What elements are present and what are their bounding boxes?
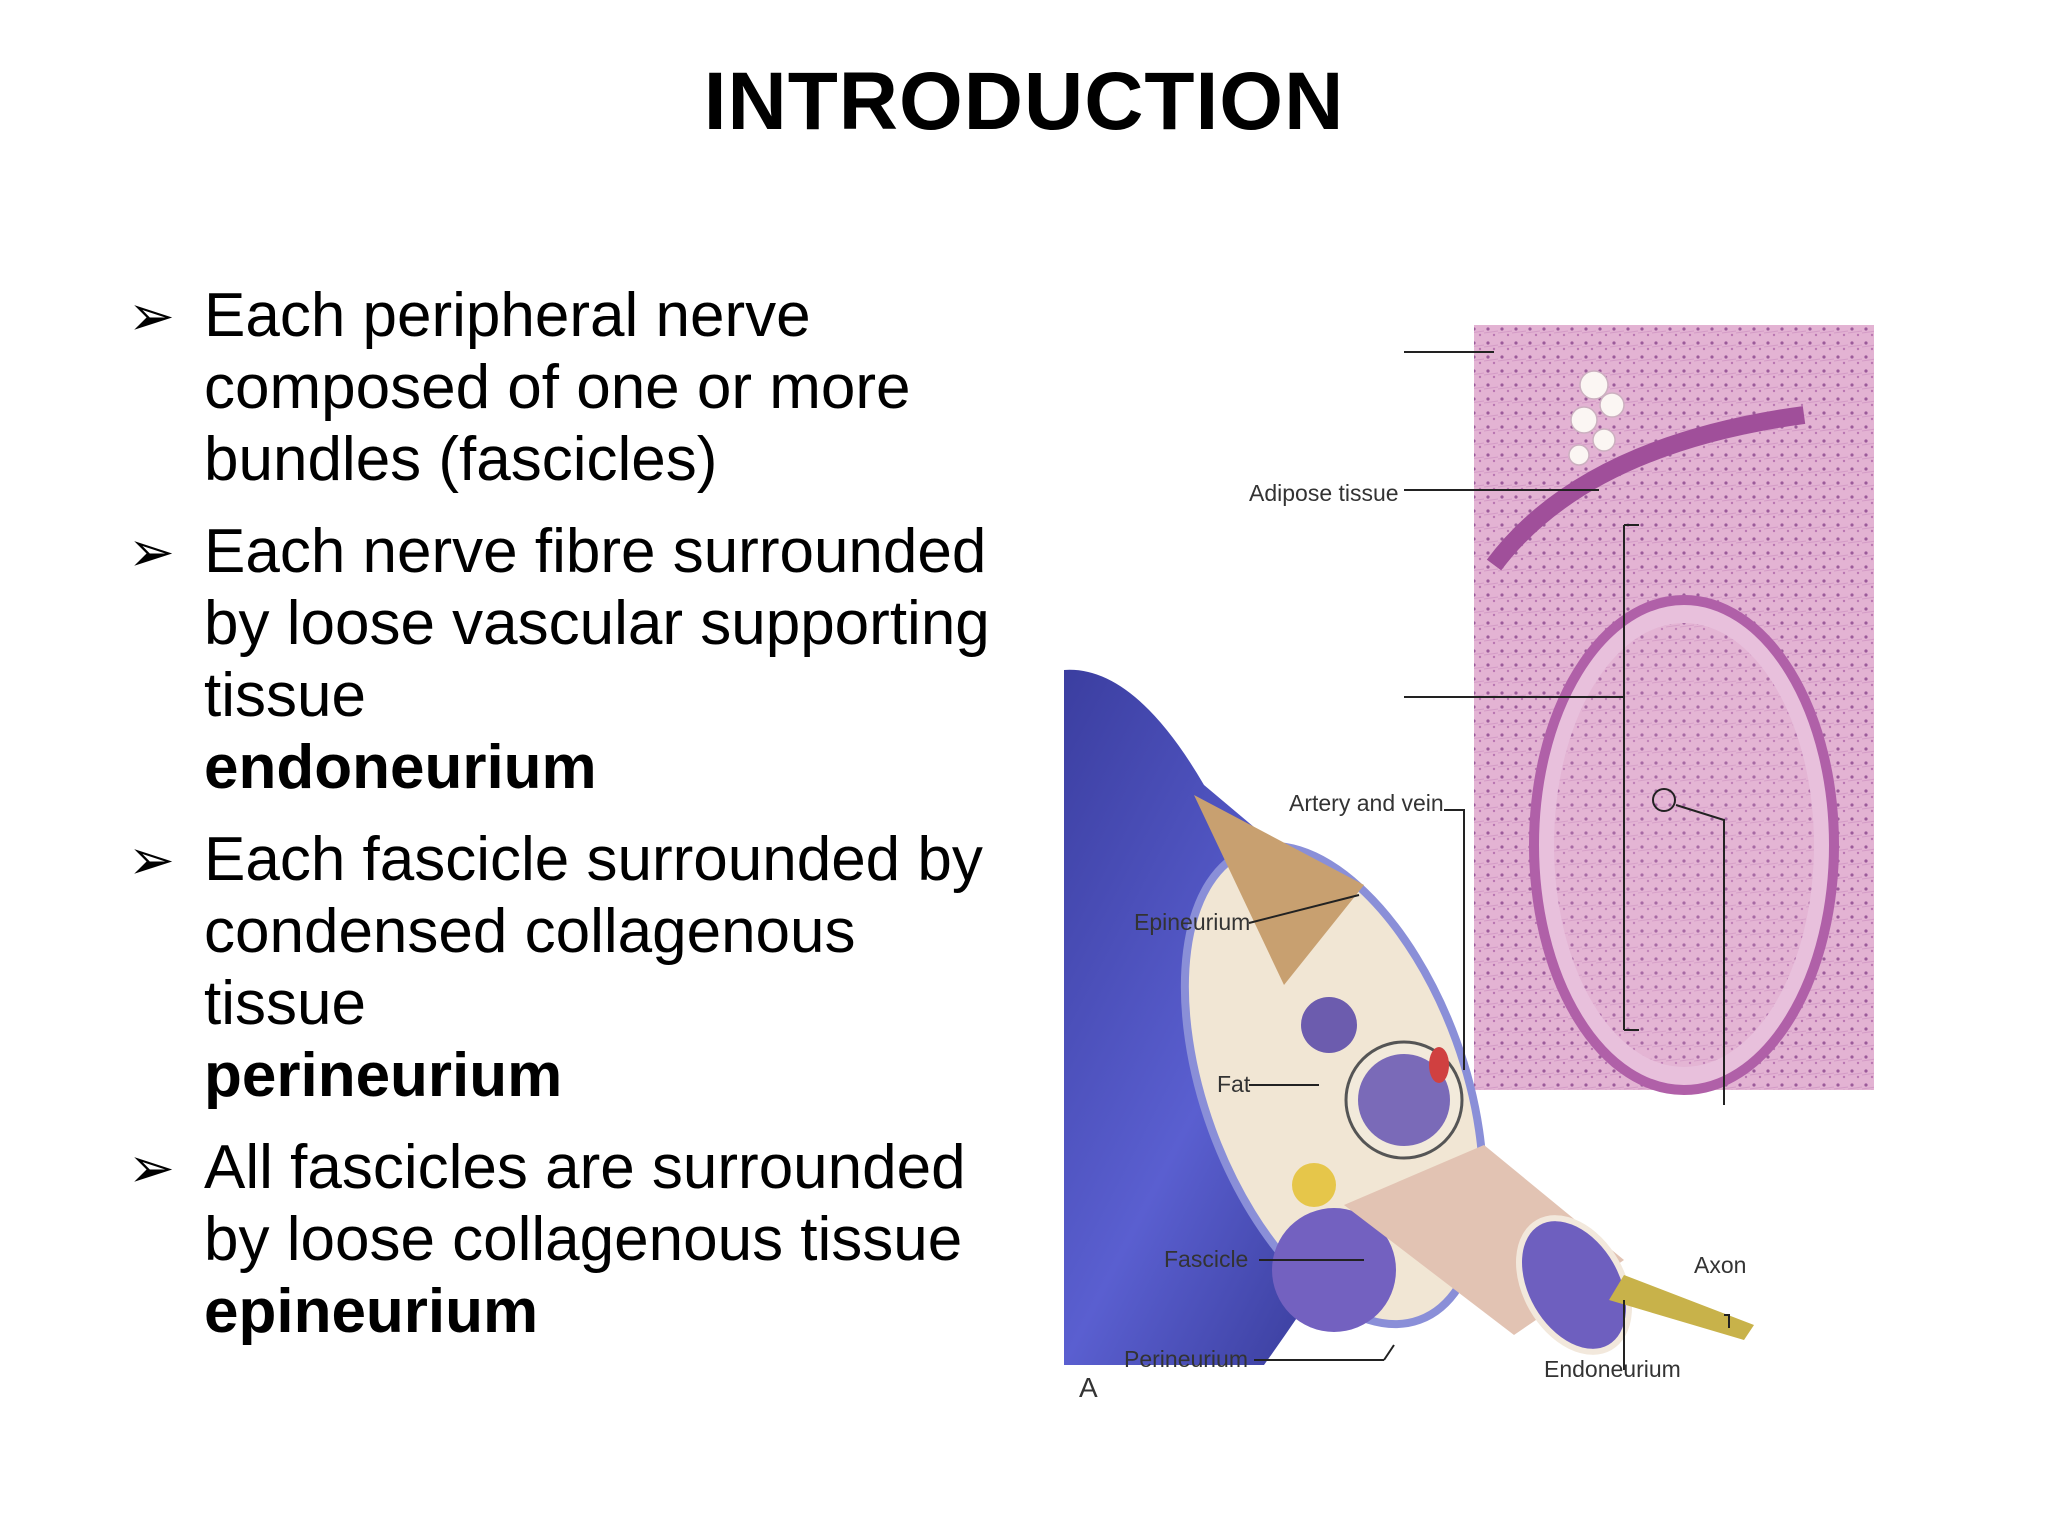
label-adipose-tissue: Adipose tissue <box>1249 480 1399 506</box>
label-artery-and-vein: Artery and vein <box>1289 790 1444 816</box>
bullet-list: ➢ Each peripheral nerve composed of one … <box>128 280 1028 1368</box>
nerve-anatomy-figure: Adipose tissue Artery and vein Epineuriu… <box>1064 325 1884 1535</box>
fascicle-bundles <box>1272 997 1464 1332</box>
bullet-endoneurium: ➢ Each nerve fibre surrounded by loose v… <box>128 516 1028 804</box>
label-axon: Axon <box>1694 1252 1746 1278</box>
bullet-epineurium: ➢ All fascicles are surrounded by loose … <box>128 1132 1028 1348</box>
bullet-text: Each nerve fibre surrounded by loose vas… <box>204 517 990 730</box>
slide-title: INTRODUCTION <box>703 56 1345 147</box>
arrow-bullet-icon: ➢ <box>128 828 175 891</box>
label-perineurium: Perineurium <box>1124 1346 1248 1372</box>
arrow-bullet-icon: ➢ <box>128 520 175 583</box>
bullet-term: endoneurium <box>204 733 597 802</box>
label-fat: Fat <box>1217 1071 1251 1097</box>
label-fascicle: Fascicle <box>1164 1246 1248 1272</box>
bullet-text: Each fascicle surrounded by condensed co… <box>204 825 983 1038</box>
panel-letter: A <box>1079 1372 1098 1403</box>
bullet-text: All fascicles are surrounded by loose co… <box>204 1133 966 1274</box>
bullet-text: Each peripheral nerve composed of one or… <box>204 281 911 494</box>
arrow-bullet-icon: ➢ <box>128 1136 175 1199</box>
bullet-term: perineurium <box>204 1041 563 1110</box>
bullet-term: epineurium <box>204 1277 539 1346</box>
arrow-bullet-icon: ➢ <box>128 284 175 347</box>
histology-micrograph <box>1404 325 1874 1105</box>
nerve-illustration: Adipose tissue Artery and vein Epineuriu… <box>1064 325 1874 1403</box>
nerve-cross-section-drawing <box>1064 669 1754 1370</box>
fascicle-pullout <box>1344 1145 1754 1355</box>
label-epineurium: Epineurium <box>1134 909 1250 935</box>
bullet-perineurium: ➢ Each fascicle surrounded by condensed … <box>128 824 1028 1112</box>
bullet-fascicles: ➢ Each peripheral nerve composed of one … <box>128 280 1028 496</box>
label-endoneurium: Endoneurium <box>1544 1356 1681 1382</box>
